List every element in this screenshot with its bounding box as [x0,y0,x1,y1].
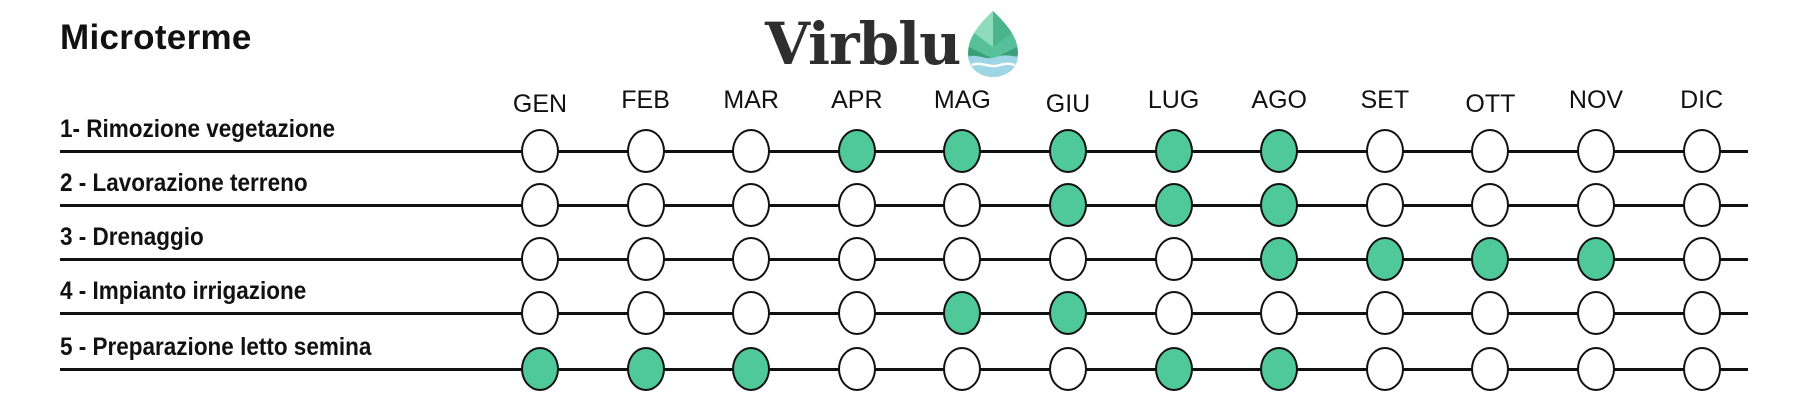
month-label-ott: OTT [1465,90,1516,118]
month-marker-ott-inactive [1471,183,1510,227]
month-label-mag: MAG [933,86,991,114]
month-marker-feb-inactive [626,129,665,173]
month-marker-ago-active [1260,129,1299,173]
row-line [60,150,1748,153]
month-marker-lug-active [1154,183,1193,227]
month-marker-gen-inactive [521,129,559,173]
month-marker-set-inactive [1365,291,1404,335]
month-marker-mag-inactive [943,237,982,281]
month-marker-gen-inactive [521,291,559,335]
month-marker-nov-inactive [1577,183,1615,227]
virblu-logo: Virblu [765,6,1022,82]
month-marker-set-inactive [1365,183,1404,227]
month-marker-mag-inactive [943,347,982,391]
month-marker-ago-inactive [1260,291,1299,335]
month-marker-nov-inactive [1577,347,1615,391]
month-marker-feb-inactive [626,291,665,335]
month-marker-giu-inactive [1049,237,1087,281]
month-marker-set-active [1365,237,1404,281]
month-marker-feb-active [626,347,665,391]
month-marker-giu-active [1049,291,1087,335]
month-marker-giu-active [1049,183,1087,227]
month-marker-mar-inactive [732,291,771,335]
month-marker-dic-inactive [1682,347,1721,391]
month-marker-nov-inactive [1577,129,1615,173]
row-line [60,258,1748,261]
month-label-lug: LUG [1147,86,1200,114]
month-marker-nov-active [1577,237,1615,281]
month-marker-mag-active [943,129,982,173]
month-marker-lug-inactive [1154,237,1193,281]
month-marker-gen-active [521,347,559,391]
month-marker-dic-inactive [1682,291,1721,335]
month-marker-mag-inactive [943,183,982,227]
month-marker-dic-inactive [1682,129,1721,173]
month-marker-mar-active [732,347,771,391]
month-marker-mar-inactive [732,129,771,173]
month-marker-apr-inactive [837,347,876,391]
month-marker-dic-inactive [1682,183,1721,227]
month-marker-lug-active [1154,129,1193,173]
month-label-set: SET [1360,86,1410,114]
month-marker-giu-active [1049,129,1087,173]
month-label-gen: GEN [512,90,568,118]
month-marker-feb-inactive [626,183,665,227]
activity-label: 1- Rimozione vegetazione [60,115,336,143]
month-marker-gen-inactive [521,183,559,227]
page-title: Microterme [60,18,252,57]
month-marker-dic-inactive [1682,237,1721,281]
month-label-giu: GIU [1045,90,1091,118]
month-marker-ago-active [1260,183,1299,227]
month-marker-mar-inactive [732,237,771,281]
month-label-dic: DIC [1680,86,1724,114]
month-label-mar: MAR [723,86,779,114]
month-marker-set-inactive [1365,347,1404,391]
month-marker-mag-active [943,291,982,335]
activity-label: 3 - Drenaggio [60,223,204,251]
month-marker-ago-active [1260,237,1299,281]
leaf-water-icon [968,11,1019,77]
month-marker-ott-inactive [1471,347,1510,391]
activity-label: 4 - Impianto irrigazione [60,277,307,305]
month-label-nov: NOV [1568,86,1624,114]
month-marker-giu-inactive [1049,347,1087,391]
row-line [60,368,1748,371]
month-marker-ott-inactive [1471,129,1510,173]
month-marker-apr-inactive [837,291,876,335]
month-marker-ott-active [1471,237,1510,281]
month-label-ago: AGO [1251,86,1307,114]
month-marker-nov-inactive [1577,291,1615,335]
month-label-feb: FEB [621,86,670,114]
month-marker-gen-inactive [521,237,559,281]
month-marker-feb-inactive [626,237,665,281]
month-label-apr: APR [831,86,883,114]
month-marker-apr-active [837,129,876,173]
month-marker-ago-active [1260,347,1299,391]
activity-label: 5 - Preparazione letto semina [60,333,372,361]
month-marker-lug-active [1154,347,1193,391]
logo-text: Virblu [765,10,961,78]
month-marker-ott-inactive [1471,291,1510,335]
activity-label: 2 - Lavorazione terreno [60,169,308,197]
row-line [60,312,1748,315]
row-line [60,204,1748,207]
month-marker-lug-inactive [1154,291,1193,335]
month-marker-apr-inactive [837,183,876,227]
month-marker-mar-inactive [732,183,771,227]
month-marker-apr-inactive [837,237,876,281]
month-marker-set-inactive [1365,129,1404,173]
